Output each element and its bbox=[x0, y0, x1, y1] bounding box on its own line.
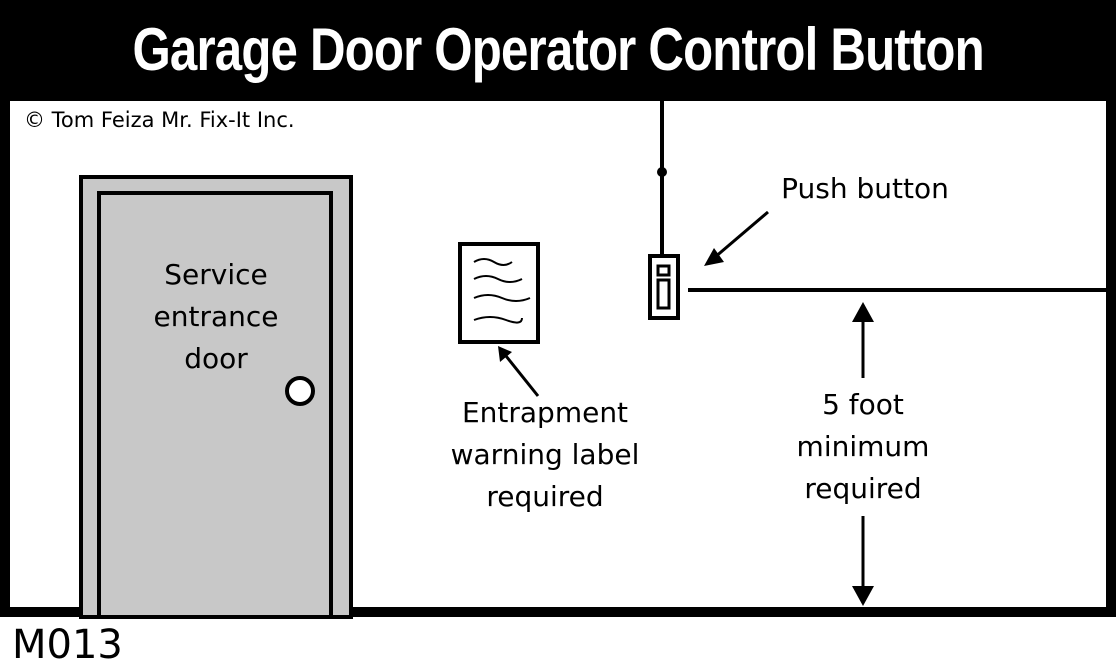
wall-frame bbox=[0, 91, 1116, 617]
height-label-line-3: required bbox=[804, 472, 922, 505]
door-label-line-1: Service bbox=[164, 258, 268, 291]
diagram-code: M013 bbox=[12, 622, 123, 668]
warning-label-line-2: warning label bbox=[450, 438, 640, 471]
door-label: Service entrance door bbox=[116, 254, 316, 380]
push-button-bar bbox=[656, 278, 671, 310]
title-bar: Garage Door Operator Control Button bbox=[0, 0, 1116, 98]
warning-arrowhead bbox=[498, 346, 512, 362]
height-arrowhead-top bbox=[852, 302, 874, 322]
warning-label-line-1: Entrapment bbox=[461, 396, 629, 429]
copyright-notice: © Tom Feiza Mr. Fix-It Inc. bbox=[24, 108, 295, 132]
warning-label-sign bbox=[458, 242, 540, 344]
push-button-arrow bbox=[713, 210, 769, 260]
page-title: Garage Door Operator Control Button bbox=[132, 15, 984, 83]
door-label-line-3: door bbox=[184, 342, 248, 375]
warning-label-text: Entrapment warning label required bbox=[430, 392, 660, 518]
height-requirement-label: 5 foot minimum required bbox=[778, 384, 948, 510]
height-arrowhead-bottom bbox=[852, 586, 874, 606]
wire-staple bbox=[657, 167, 667, 177]
warning-arrow bbox=[504, 355, 540, 397]
push-button-arrowhead bbox=[704, 248, 724, 266]
height-label-line-2: minimum bbox=[796, 430, 930, 463]
door-label-line-2: entrance bbox=[153, 300, 279, 333]
height-label-line-1: 5 foot bbox=[822, 388, 904, 421]
warning-label-line-3: required bbox=[486, 480, 604, 513]
push-button-label: Push button bbox=[781, 172, 949, 205]
push-button-dot bbox=[656, 264, 671, 277]
door-knob bbox=[285, 376, 315, 406]
service-door bbox=[97, 191, 333, 619]
